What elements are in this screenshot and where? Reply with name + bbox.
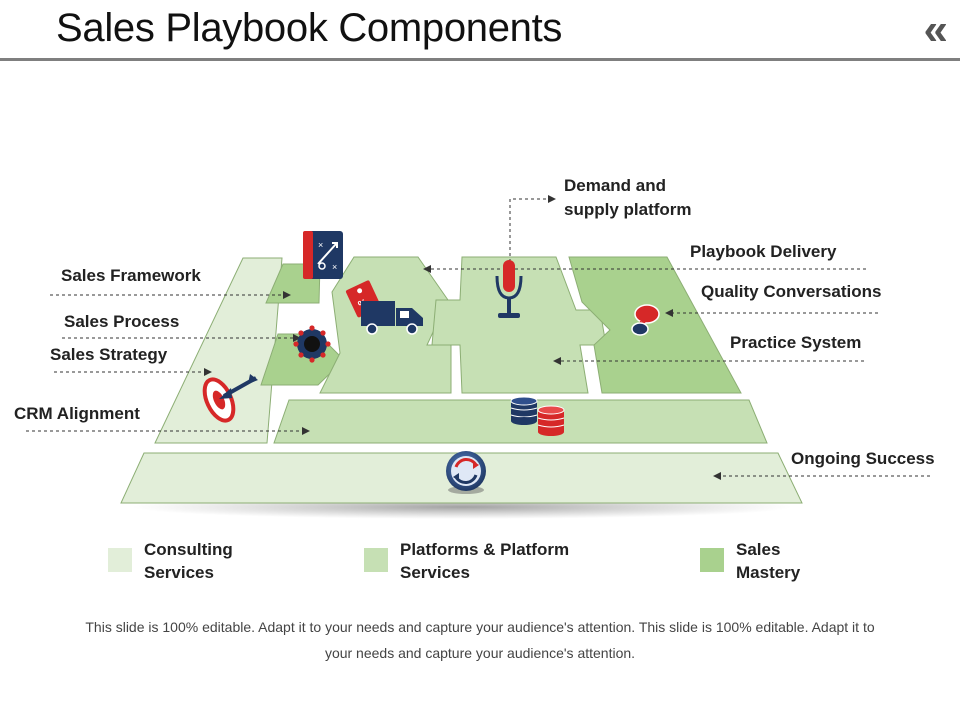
- legend-label: Consulting Services: [144, 540, 233, 582]
- chat-bubbles-icon: [631, 304, 660, 336]
- label-sales-framework: Sales Framework: [61, 266, 201, 285]
- label-demand-supply-platform: Demand and supply platform: [564, 176, 692, 219]
- legend-item-consulting: Consulting Services: [108, 538, 233, 584]
- label-playbook-delivery: Playbook Delivery: [690, 242, 837, 261]
- label-ongoing-success: Ongoing Success: [791, 449, 935, 468]
- label-quality-conversations: Quality Conversations: [701, 282, 882, 301]
- gear-icon: [293, 325, 331, 363]
- svg-text:×: ×: [318, 240, 323, 250]
- block-microphone-platform: [431, 256, 607, 394]
- label-sales-process: Sales Process: [64, 312, 180, 331]
- legend-swatch: [108, 548, 132, 572]
- page-title: Sales Playbook Components: [56, 6, 563, 50]
- legend-label: Platforms & Platform Services: [400, 540, 570, 582]
- database-icon: [510, 396, 565, 436]
- delivery-truck-icon: [361, 301, 423, 335]
- footer-note: This slide is 100% editable. Adapt it to…: [85, 619, 875, 661]
- legend-swatch: [364, 548, 388, 572]
- legend-swatch: [700, 548, 724, 572]
- back-chevrons-icon[interactable]: «: [923, 5, 948, 54]
- strip-consulting-left: [154, 257, 283, 444]
- legend-item-mastery: Sales Mastery: [700, 538, 800, 584]
- legend-label: Sales Mastery: [736, 540, 801, 582]
- strategy-board-icon: × ×: [303, 231, 343, 279]
- label-crm-alignment: CRM Alignment: [14, 404, 140, 423]
- block-sales-mastery: [568, 256, 742, 394]
- legend-item-platforms: Platforms & Platform Services: [364, 538, 569, 584]
- refresh-cycle-icon: [446, 451, 486, 494]
- label-practice-system: Practice System: [730, 333, 862, 352]
- leader-demand-supply: [509, 195, 556, 262]
- target-icon: [202, 374, 258, 423]
- microphone-icon: [495, 260, 523, 318]
- svg-text:×: ×: [332, 262, 337, 272]
- title-divider: [0, 58, 960, 61]
- leader-lines: [26, 195, 930, 480]
- label-sales-strategy: Sales Strategy: [50, 345, 168, 364]
